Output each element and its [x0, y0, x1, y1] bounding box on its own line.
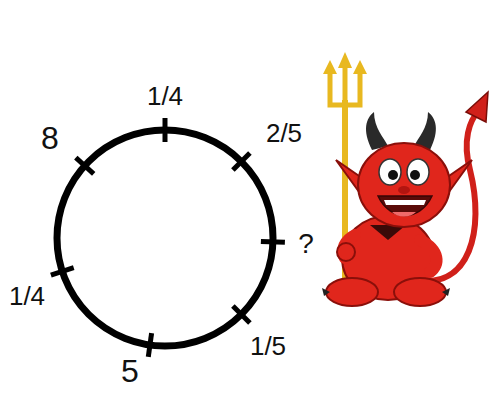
- wheel-value: 1/4: [147, 83, 183, 109]
- wheel-value: 1/5: [250, 333, 286, 359]
- wheel-ticks: [51, 118, 285, 357]
- wheel-value: 5: [121, 355, 139, 387]
- wheel-value: 1/4: [9, 283, 45, 309]
- devil-cartoon: [322, 52, 488, 306]
- wheel-value: 8: [41, 122, 59, 154]
- unknown-value: ?: [298, 230, 314, 258]
- wheel-value: 2/5: [266, 120, 302, 146]
- number-wheel: [57, 130, 273, 346]
